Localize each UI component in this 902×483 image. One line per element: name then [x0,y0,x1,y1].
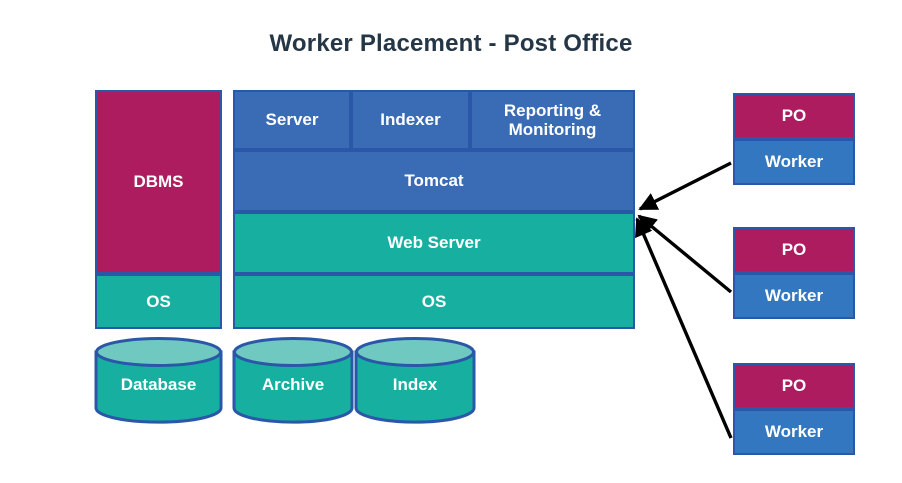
page-title: Worker Placement - Post Office [269,30,633,57]
web-server-label: Web Server [387,233,481,253]
archive-cylinder: Archive [231,336,355,424]
arrow-worker-1 [638,161,732,211]
worker-2-po-box: PO [733,227,855,273]
tomcat-label: Tomcat [404,171,464,191]
app-os-box: OS [233,274,635,329]
worker-2-worker-box: Worker [733,273,855,319]
dbms-label: DBMS [133,172,184,192]
tomcat-box: Tomcat [233,150,635,212]
indexer-label: Indexer [380,110,441,130]
worker-1-worker-box: Worker [733,139,855,185]
worker-2-worker-label: Worker [764,286,824,306]
worker-3-worker-label: Worker [764,422,824,442]
worker-3-po-label: PO [781,376,807,396]
worker-1-po-box: PO [733,93,855,139]
server-box: Server [233,90,351,150]
dbms-box: DBMS [95,90,222,274]
server-label: Server [265,110,319,130]
arrow-worker-3 [635,217,733,439]
app-os-label: OS [421,291,447,311]
indexer-box: Indexer [351,90,470,150]
arrow-worker-2 [637,214,733,294]
db-os-label: OS [146,291,171,311]
worker-2-po-label: PO [781,240,807,260]
reporting-monitoring-label: Reporting & Monitoring [503,100,602,139]
worker-3-worker-box: Worker [733,409,855,455]
reporting-monitoring-box: Reporting & Monitoring [470,90,635,150]
db-os-box: OS [95,274,222,329]
index-cylinder: Index [353,336,477,424]
web-server-box: Web Server [233,212,635,274]
worker-1-po-label: PO [781,106,807,126]
worker-3-po-box: PO [733,363,855,409]
worker-1-worker-label: Worker [764,152,824,172]
database-cylinder: Database [93,336,224,424]
